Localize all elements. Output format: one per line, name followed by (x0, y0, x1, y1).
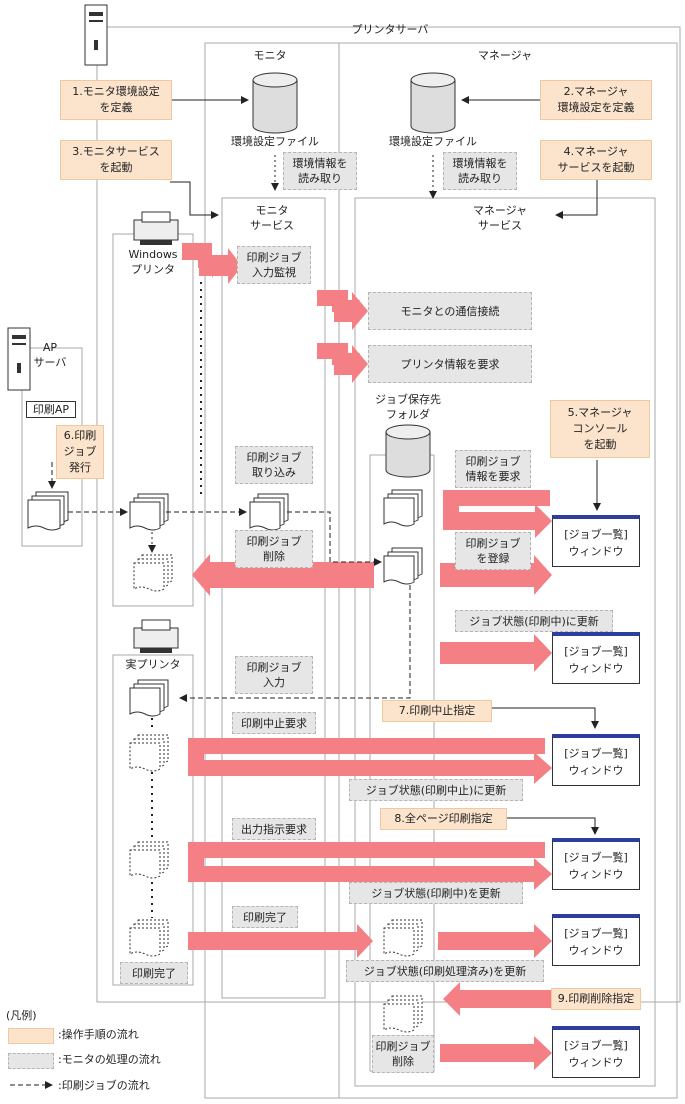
real-printer-icon (133, 619, 179, 653)
manager-config-cylinder (410, 72, 456, 134)
op-step-3: 3.モニタサービス を起動 (60, 140, 172, 180)
real-printer-box (112, 654, 194, 986)
job-list-window-3: [ジョブ一覧] ウィンドウ (552, 734, 640, 786)
status-stopped-update: ジョブ状態(印刷中止)に更新 (349, 779, 523, 801)
windows-printer-icon (133, 211, 179, 245)
manager-service-label: マネージャ サービス (472, 204, 528, 232)
status-processed-update: ジョブ状態(印刷処理済み)を更新 (346, 960, 544, 982)
manager-read-config: 環境情報を 読み取り (443, 152, 517, 190)
op-step-7: 7.印刷中止指定 (382, 700, 492, 722)
legend-op-label: :操作手順の流れ (58, 1028, 139, 1041)
windows-printer-box (112, 233, 194, 607)
op-step-1: 1.モニタ環境設定 を定義 (60, 80, 172, 120)
job-folder-label: ジョブ保存先 フォルダ (375, 393, 441, 421)
server-icon (84, 4, 108, 66)
real-printer-label: 実プリンタ (125, 658, 181, 671)
monitor-service-box (221, 197, 326, 999)
manager-section-title: マネージャ (477, 49, 533, 62)
manager-config-file-label: 環境設定ファイル (389, 135, 477, 148)
monitor-connection: モニタとの通信接続 (368, 292, 532, 330)
ap-server-label: AP サーバ (33, 341, 67, 369)
print-app-box: 印刷AP (26, 401, 76, 418)
print-job-register: 印刷ジョブ を登録 (455, 532, 531, 570)
op-step-8: 8.全ページ印刷指定 (380, 808, 507, 830)
job-folder-cylinder (385, 424, 431, 478)
print-complete-printer: 印刷完了 (120, 962, 188, 984)
manager-service-box (354, 197, 656, 1087)
print-complete-monitor: 印刷完了 (232, 906, 298, 928)
windows-printer-label: Windows プリンタ (128, 248, 178, 276)
job-list-window-2: [ジョブ一覧] ウィンドウ (552, 632, 640, 684)
status-printing-update: ジョブ状態(印刷中)に更新 (455, 610, 613, 632)
monitor-section-title: モニタ (253, 49, 287, 62)
printer-info-request: プリンタ情報を要求 (368, 345, 532, 383)
printer-server-title: プリンタサーバ (351, 23, 429, 36)
print-job-delete-final: 印刷ジョブ 削除 (372, 1035, 434, 1073)
op-step-9: 9.印刷削除指定 (551, 988, 641, 1010)
print-job-capture: 印刷ジョブ 取り込み (235, 446, 313, 484)
print-job-input: 印刷ジョブ 入力 (235, 656, 313, 694)
op-step-6: 6.印刷 ジョブ 発行 (56, 425, 104, 479)
legend-op-swatch (8, 1028, 54, 1044)
print-stop-request: 印刷中止要求 (232, 712, 316, 734)
print-job-delete: 印刷ジョブ 削除 (235, 530, 313, 568)
op-step-2: 2.マネージャ 環境設定を定義 (540, 80, 652, 120)
monitor-service-label: モニタ サービス (250, 204, 294, 232)
job-info-request: 印刷ジョブ 情報を要求 (455, 450, 531, 488)
output-instruction-request: 出力指示要求 (232, 818, 316, 840)
legend-title: (凡例) (6, 1009, 37, 1022)
legend-monitor-label: :モニタの処理の流れ (58, 1053, 161, 1066)
job-list-window-5: [ジョブ一覧] ウィンドウ (552, 914, 640, 966)
status-printing-refresh: ジョブ状態(印刷中)を更新 (349, 882, 523, 904)
print-job-input-monitor: 印刷ジョブ 入力監視 (237, 246, 311, 284)
job-list-window-4: [ジョブ一覧] ウィンドウ (552, 838, 640, 890)
monitor-config-file-label: 環境設定ファイル (231, 135, 319, 148)
job-list-window-6: [ジョブ一覧] ウィンドウ (552, 1026, 640, 1078)
ap-server-icon (7, 327, 31, 391)
op-step-5: 5.マネージャ コンソール を起動 (550, 400, 650, 458)
monitor-read-config: 環境情報を 読み取り (283, 152, 357, 190)
job-list-window-1: [ジョブ一覧] ウィンドウ (552, 515, 640, 567)
legend-monitor-swatch (8, 1053, 54, 1069)
monitor-config-cylinder (252, 72, 298, 134)
legend-job-label: :印刷ジョブの流れ (58, 1079, 150, 1092)
op-step-4: 4.マネージャ サービスを起動 (540, 140, 652, 180)
